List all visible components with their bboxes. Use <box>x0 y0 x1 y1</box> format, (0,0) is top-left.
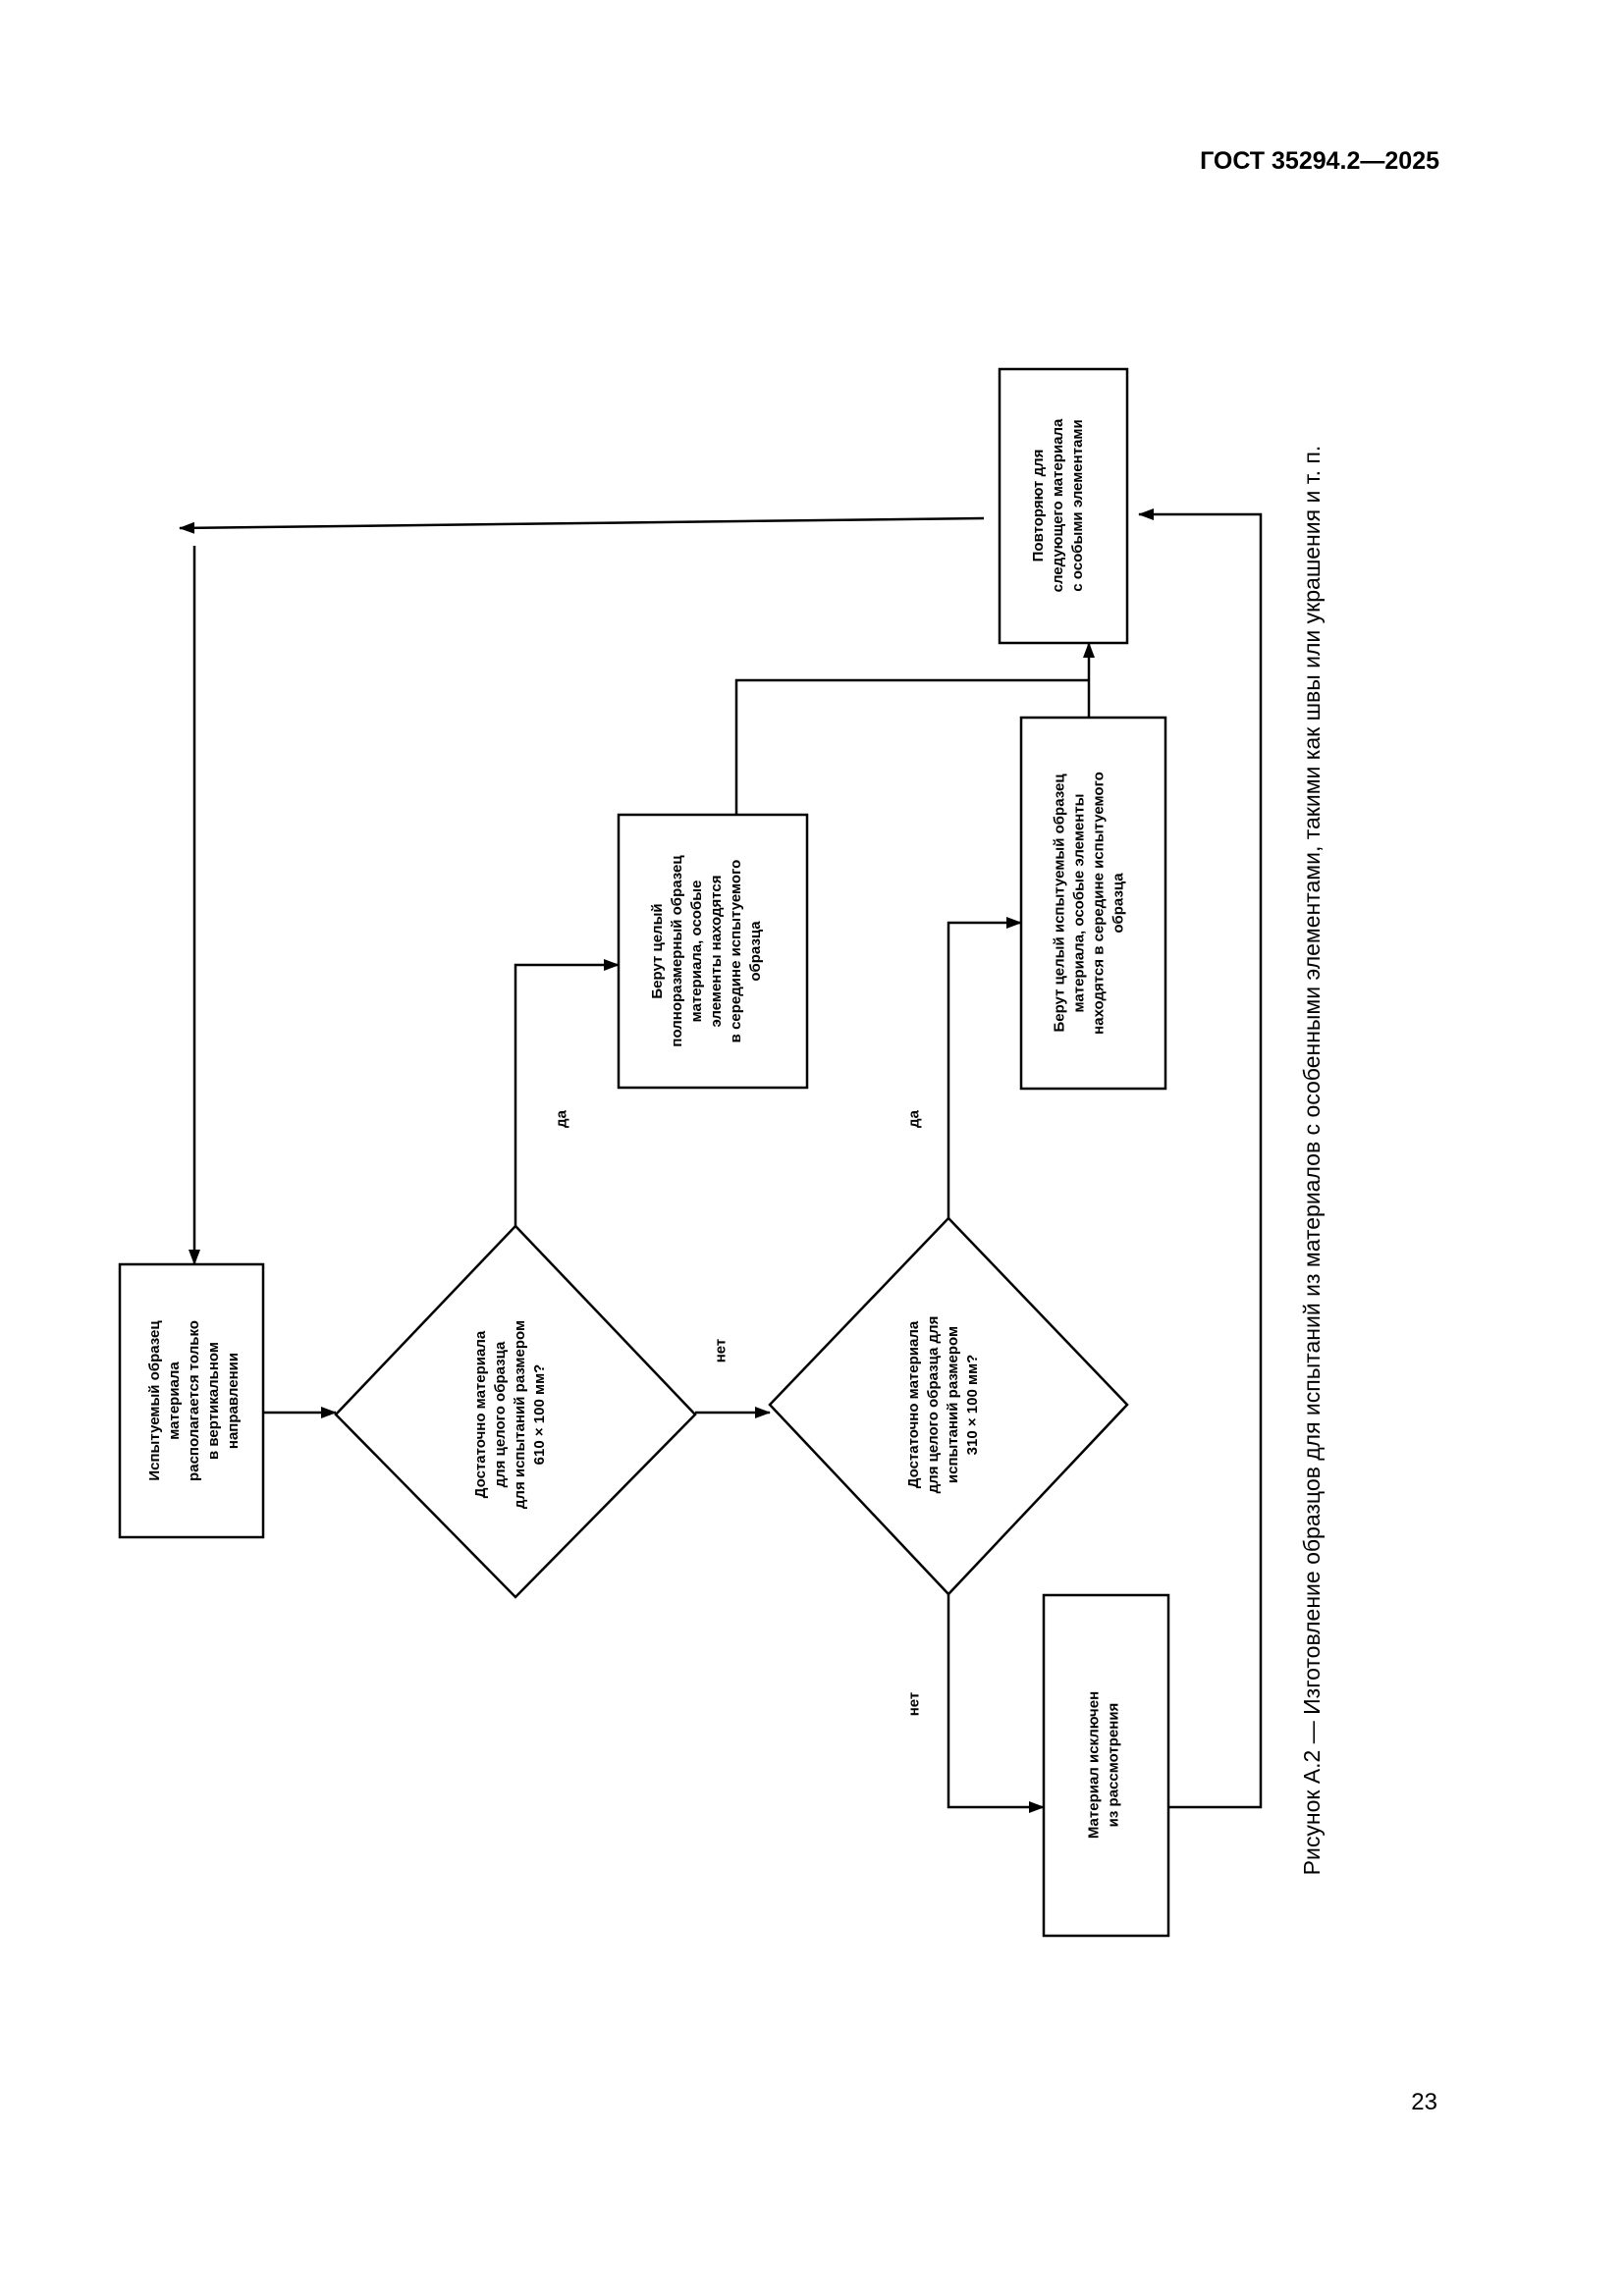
take-full-size-box <box>617 813 809 1090</box>
edge-label-yes-2: да <box>905 1110 923 1128</box>
repeat-label: Повторяют для следующего материала с осо… <box>1030 418 1086 593</box>
figure-caption: Рисунок А.2 — Изготовление образцов для … <box>1299 445 1325 1876</box>
decision-610-label: Достаточно материала для целого образца … <box>472 1319 548 1510</box>
start-label: Испытуемый образец материала располагает… <box>146 1320 242 1481</box>
decision-610-yes-arrow <box>514 959 620 1226</box>
edge-label-yes-1: да <box>553 1110 570 1128</box>
document-header: ГОСТ 35294.2—2025 <box>1200 147 1439 175</box>
take-whole-label: Берут целый испытуемый образец материала… <box>1051 772 1127 1035</box>
excluded-label: Материал исключен из рассмотрения <box>1085 1690 1122 1840</box>
take-whole-box <box>1019 716 1167 1091</box>
edge-label-no-2: нет <box>905 1691 923 1717</box>
repeat-box <box>998 367 1129 645</box>
decision-310-yes-arrow <box>947 917 1022 1218</box>
take-full-size-to-repeat-line <box>734 678 1089 815</box>
edge-label-no-1: нет <box>712 1338 730 1363</box>
excluded-loop-arrow <box>1138 508 1263 1809</box>
decision-310-no-arrow <box>947 1594 1045 1813</box>
repeat-to-top-arrow <box>179 516 985 534</box>
excluded-box <box>1042 1593 1170 1938</box>
take-full-size-label: Берут целый полноразмерный образец матер… <box>649 855 764 1047</box>
decision-610-diamond <box>334 1224 697 1599</box>
decision-310-label: Достаточно материала для целого образца … <box>905 1315 981 1494</box>
page-number: 23 <box>1411 2089 1437 2115</box>
